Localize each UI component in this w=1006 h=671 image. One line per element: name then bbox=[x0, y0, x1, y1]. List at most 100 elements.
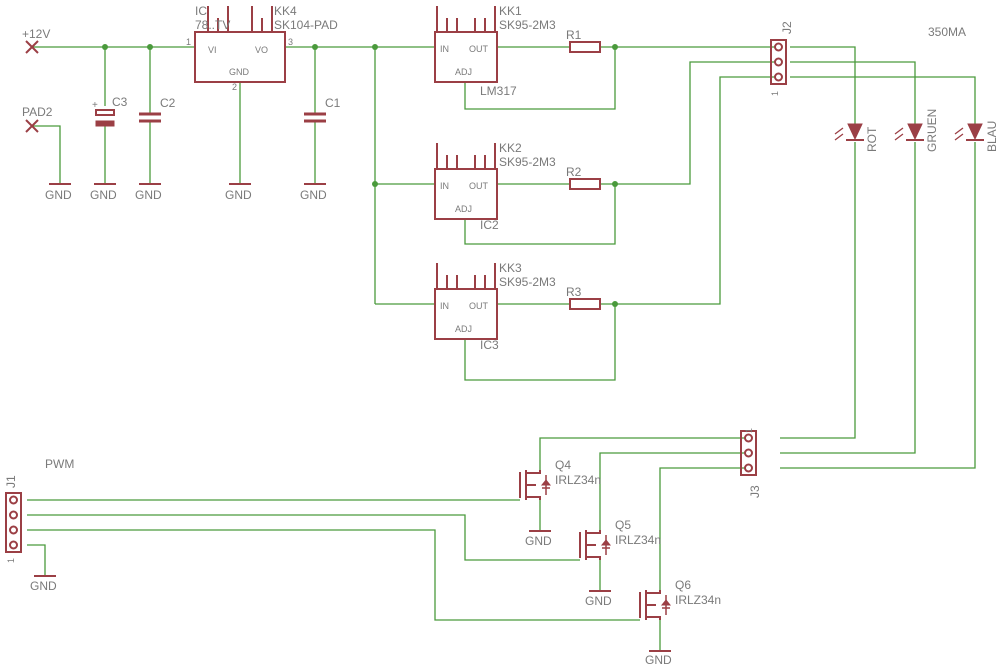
gnd-label: GND bbox=[585, 594, 612, 608]
led-label: GRUEN bbox=[925, 109, 939, 152]
led-icon bbox=[967, 123, 983, 141]
mosfet-name: Q4 bbox=[555, 458, 571, 472]
pin-number: 3 bbox=[288, 37, 293, 47]
junction bbox=[147, 44, 153, 50]
pwm-label: PWM bbox=[45, 457, 74, 471]
pin-number: 2 bbox=[232, 82, 237, 92]
pin-label: OUT bbox=[469, 181, 489, 191]
resistor bbox=[569, 41, 601, 53]
pin-label: VO bbox=[255, 45, 268, 55]
pin-label: OUT bbox=[469, 301, 489, 311]
driver-heatsink: KK2 bbox=[499, 141, 522, 155]
resistor-label: R2 bbox=[566, 165, 582, 179]
driver-heatsink-value: SK95-2M3 bbox=[499, 18, 556, 32]
led-light-icon bbox=[954, 127, 964, 141]
current-note: 350MA bbox=[928, 25, 966, 39]
connector-pin bbox=[744, 433, 753, 443]
cap-label: C1 bbox=[325, 96, 341, 110]
gnd-label: GND bbox=[225, 188, 252, 202]
driver-heatsink-value: SK95-2M3 bbox=[499, 155, 556, 169]
connector-pin1: 1 bbox=[6, 558, 16, 563]
connector-label: J3 bbox=[748, 485, 762, 498]
junction bbox=[372, 181, 378, 187]
led-light-icon bbox=[894, 127, 904, 141]
pin-number: 1 bbox=[186, 37, 191, 47]
connector-pin bbox=[9, 510, 18, 520]
mosfet-name: Q5 bbox=[615, 518, 631, 532]
wires bbox=[27, 46, 976, 650]
supply-pad: +12V bbox=[22, 27, 50, 54]
connector-pin bbox=[774, 57, 783, 67]
regulator-heatsink-value: SK104-PAD bbox=[274, 18, 338, 32]
regulator-value: 78..TV bbox=[195, 18, 230, 32]
capacitor-c2: C2 bbox=[139, 96, 176, 123]
connector-body bbox=[770, 39, 787, 85]
junction bbox=[372, 44, 378, 50]
connector-body bbox=[5, 492, 22, 553]
regulator-name: IC bbox=[195, 4, 207, 18]
driver-kk3: KK3 SK95-2M3 IN OUT ADJ IC3 R3 bbox=[434, 261, 601, 352]
connector-pin bbox=[774, 42, 783, 52]
led-label: ROT bbox=[865, 126, 879, 152]
resistor bbox=[569, 178, 601, 190]
driver-kk2: KK2 SK95-2M3 IN OUT ADJ IC2 R2 bbox=[434, 141, 601, 232]
gnd-label: GND bbox=[90, 188, 117, 202]
connector-pin1: 1 bbox=[744, 428, 754, 433]
mosfet-icon bbox=[639, 590, 661, 620]
mosfet-value: IRLZ34n bbox=[675, 593, 721, 607]
pad-cross-icon bbox=[25, 40, 39, 54]
connector-j2: J2 1 bbox=[770, 21, 794, 96]
junction bbox=[612, 301, 618, 307]
capacitor-c1: C1 bbox=[304, 96, 341, 123]
resistor bbox=[569, 298, 601, 310]
ground-symbols: GND GND GND GND GND GND GND GND GND bbox=[30, 183, 672, 667]
mosfet-value: IRLZ34n bbox=[555, 473, 601, 487]
pad2: PAD2 bbox=[22, 105, 53, 133]
mosfet-name: Q6 bbox=[675, 578, 691, 592]
led-gruen: GRUEN bbox=[894, 109, 939, 152]
led-rot: ROT bbox=[834, 123, 879, 152]
driver-ic: LM317 bbox=[480, 84, 517, 98]
connector-pin bbox=[744, 448, 753, 458]
pin-label: ADJ bbox=[455, 204, 472, 214]
resistor-label: R3 bbox=[566, 285, 582, 299]
heatsink-icon bbox=[436, 263, 496, 290]
regulator-heatsink: KK4 bbox=[274, 4, 297, 18]
driver-heatsink: KK3 bbox=[499, 261, 522, 275]
led-label: BLAU bbox=[985, 121, 999, 152]
resistor-label: R1 bbox=[566, 28, 582, 42]
connector-pin bbox=[9, 525, 18, 535]
junction bbox=[612, 44, 618, 50]
connector-pin bbox=[774, 72, 783, 82]
driver-ic: IC2 bbox=[480, 218, 499, 232]
mosfet-value: IRLZ34n bbox=[615, 533, 661, 547]
connector-pin bbox=[744, 463, 753, 473]
connector-body bbox=[740, 430, 757, 476]
heatsink-icon bbox=[436, 143, 496, 170]
junction bbox=[612, 181, 618, 187]
cap-label: C2 bbox=[160, 96, 176, 110]
led-icon bbox=[847, 123, 863, 141]
gnd-label: GND bbox=[300, 188, 327, 202]
junction bbox=[102, 44, 108, 50]
heatsink-icon bbox=[436, 6, 496, 33]
connector-pin bbox=[9, 495, 18, 505]
pin-label: ADJ bbox=[455, 324, 472, 334]
capacitor-c3: + C3 bbox=[92, 95, 128, 127]
mosfet-icon bbox=[579, 530, 601, 560]
led-light-icon bbox=[834, 127, 844, 141]
mosfet-icon bbox=[519, 470, 541, 500]
mosfet-q4: Q4 IRLZ34n bbox=[519, 458, 601, 500]
pin-label: IN bbox=[440, 181, 449, 191]
led-blau: BLAU bbox=[954, 121, 999, 152]
gnd-label: GND bbox=[525, 534, 552, 548]
pin-label: OUT bbox=[469, 44, 489, 54]
driver-kk1: KK1 SK95-2M3 IN OUT ADJ LM317 R1 bbox=[434, 4, 601, 98]
junction bbox=[312, 44, 318, 50]
junctions bbox=[102, 44, 618, 307]
connector-j1: J1 1 bbox=[4, 475, 22, 563]
cap-label: C3 bbox=[112, 95, 128, 109]
pad-cross-icon bbox=[25, 119, 39, 133]
driver-heatsink: KK1 bbox=[499, 4, 522, 18]
regulator: IC 78..TV KK4 SK104-PAD VI VO GND 1 2 3 bbox=[186, 4, 338, 92]
